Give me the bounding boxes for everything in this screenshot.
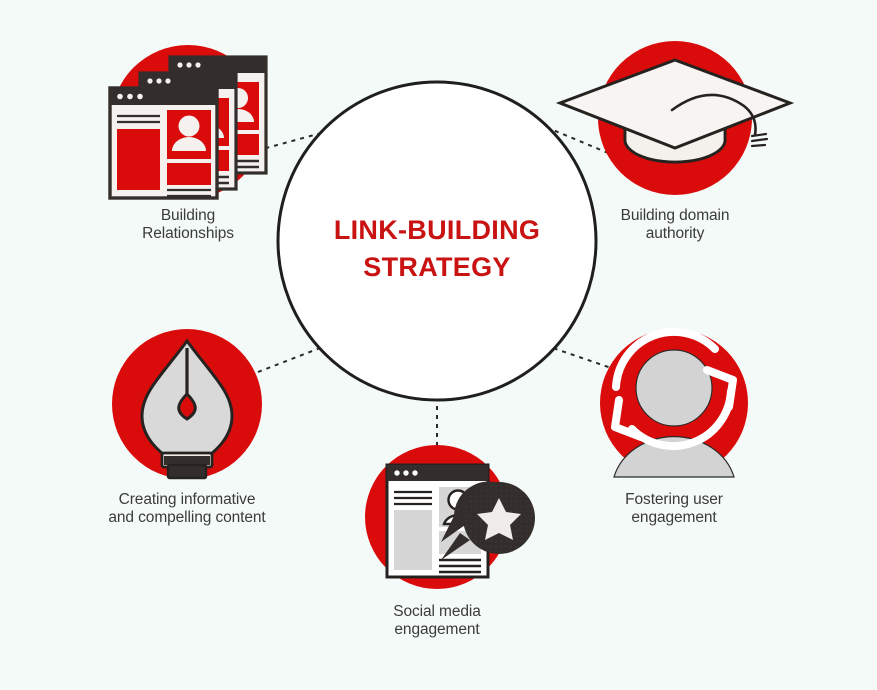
- label-line-1: Building domain: [620, 207, 730, 224]
- node-building-relationships[interactable]: [108, 45, 268, 200]
- node-social-media-engagement[interactable]: [365, 445, 535, 589]
- stacked-browser-windows-icon: [108, 55, 268, 200]
- pen-nib-icon: [140, 338, 234, 480]
- graduation-cap-icon: [555, 58, 795, 164]
- connector-fostering-user-engagement: [552, 347, 618, 371]
- center-title-line1: LINK-BUILDING: [333, 215, 541, 245]
- label-line-2: Relationships: [142, 224, 234, 242]
- node-building-domain-authority[interactable]: [555, 41, 795, 195]
- label-line-2: engagement: [394, 620, 480, 638]
- label-line-2: engagement: [631, 508, 717, 526]
- center-title-line2: STRATEGY: [363, 252, 511, 282]
- node-fostering-user-engagement[interactable]: [600, 328, 748, 478]
- node-creating-content[interactable]: [112, 329, 262, 480]
- label-line-1: Social media: [393, 603, 481, 620]
- browser-star-review-icon: [385, 463, 535, 579]
- label-line-1: Building: [160, 207, 216, 224]
- label-line-1: Creating informative: [118, 491, 256, 508]
- page-title: LINK-BUILDING STRATEGY: [257, 212, 617, 286]
- center-hub-circle[interactable]: [276, 80, 598, 402]
- connector-building-relationships: [247, 131, 326, 154]
- connector-creating-content: [257, 347, 321, 373]
- label-line-2: authority: [645, 224, 705, 242]
- label-line-1: Fostering user: [625, 491, 723, 508]
- label-line-2: and compelling content: [108, 508, 266, 526]
- user-refresh-icon: [611, 328, 737, 478]
